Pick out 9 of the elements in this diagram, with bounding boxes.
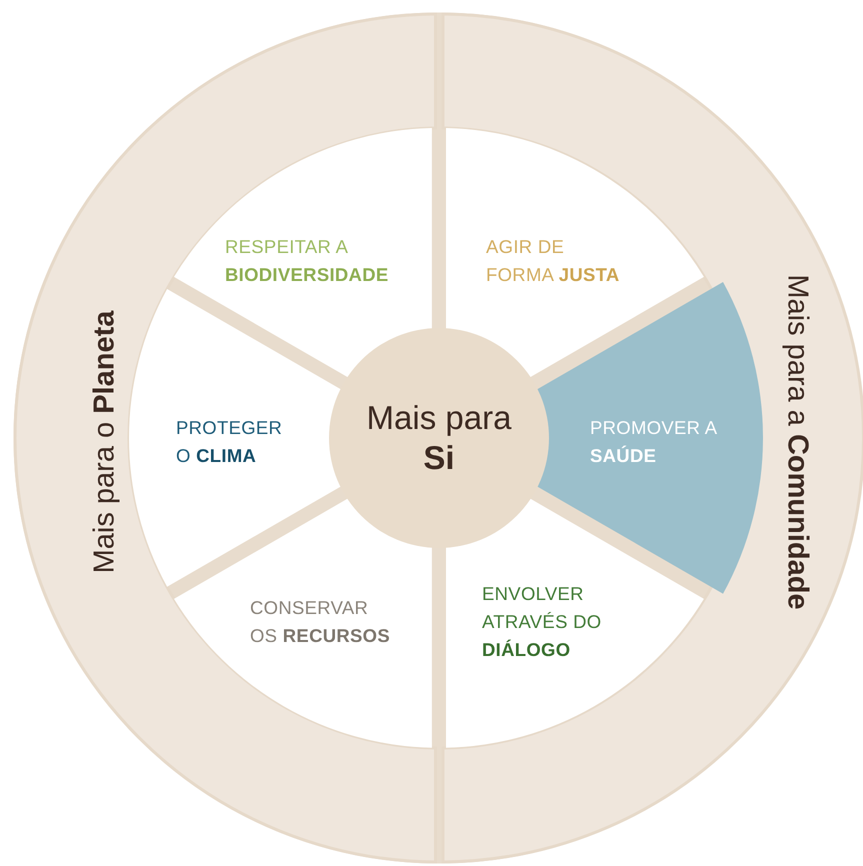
segment-label: AGIR DE FORMA JUSTA xyxy=(486,234,621,287)
segment-label: RESPEITAR A BIODIVERSIDADE xyxy=(224,234,390,287)
ring-label: Mais para a Comunidade xyxy=(780,274,814,610)
center-label: Mais para Si xyxy=(366,398,512,478)
segment-label: ENVOLVER ATRAVÉS DO DIÁLOGO xyxy=(482,582,603,662)
segment-label: PROMOVER A SAÚDE xyxy=(590,416,718,468)
segment-label: CONSERVAR OS RECURSOS xyxy=(250,596,392,648)
segment-label: PROTEGER O CLIMA xyxy=(176,416,284,468)
ring-label: Mais para o Planeta xyxy=(88,310,122,574)
